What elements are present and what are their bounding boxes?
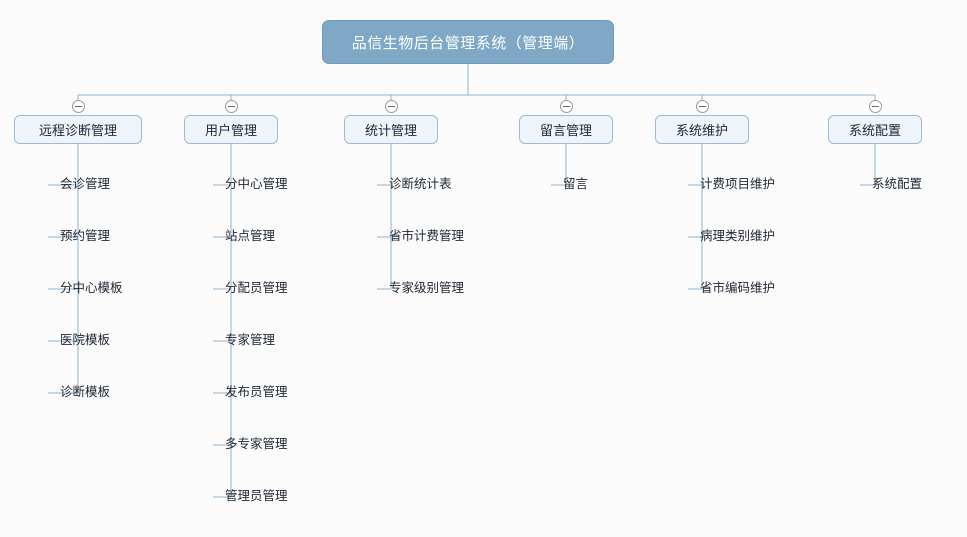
leaf-node[interactable]: 病理类别维护 <box>700 229 776 243</box>
leaf-node[interactable]: 诊断统计表 <box>389 177 452 191</box>
root-node[interactable]: 品信生物后台管理系统（管理端） <box>322 20 614 64</box>
branch-node-2[interactable]: 统计管理 <box>344 115 438 144</box>
leaf-node[interactable]: 省市计费管理 <box>389 229 465 243</box>
branch-node-5[interactable]: 系统配置 <box>828 115 922 144</box>
leaf-node[interactable]: 预约管理 <box>60 229 111 243</box>
leaf-node[interactable]: 会诊管理 <box>60 177 111 191</box>
branch-node-1[interactable]: 用户管理 <box>184 115 278 144</box>
leaf-node[interactable]: 站点管理 <box>225 229 276 243</box>
branch-node-4[interactable]: 系统维护 <box>655 115 749 144</box>
collapse-minus-icon[interactable] <box>224 100 238 113</box>
leaf-node[interactable]: 系统配置 <box>872 177 923 191</box>
collapse-minus-icon[interactable] <box>71 100 85 113</box>
leaf-node[interactable]: 计费项目维护 <box>700 177 776 191</box>
branch-node-0[interactable]: 远程诊断管理 <box>14 115 142 144</box>
leaf-node[interactable]: 分中心管理 <box>225 177 288 191</box>
leaf-node[interactable]: 分中心模板 <box>60 281 123 295</box>
collapse-minus-icon[interactable] <box>384 100 398 113</box>
leaf-node[interactable]: 专家管理 <box>225 333 276 347</box>
leaf-node[interactable]: 发布员管理 <box>225 385 288 399</box>
leaf-node[interactable]: 管理员管理 <box>225 489 288 503</box>
leaf-node[interactable]: 省市编码维护 <box>700 281 776 295</box>
collapse-minus-icon[interactable] <box>868 100 882 113</box>
leaf-node[interactable]: 专家级别管理 <box>389 281 465 295</box>
collapse-minus-icon[interactable] <box>559 100 573 113</box>
leaf-node[interactable]: 留言 <box>563 177 589 191</box>
leaf-node[interactable]: 医院模板 <box>60 333 111 347</box>
collapse-minus-icon[interactable] <box>695 100 709 113</box>
leaf-node[interactable]: 多专家管理 <box>225 437 288 451</box>
branch-node-3[interactable]: 留言管理 <box>519 115 613 144</box>
leaf-node[interactable]: 分配员管理 <box>225 281 288 295</box>
leaf-node[interactable]: 诊断模板 <box>60 385 111 399</box>
